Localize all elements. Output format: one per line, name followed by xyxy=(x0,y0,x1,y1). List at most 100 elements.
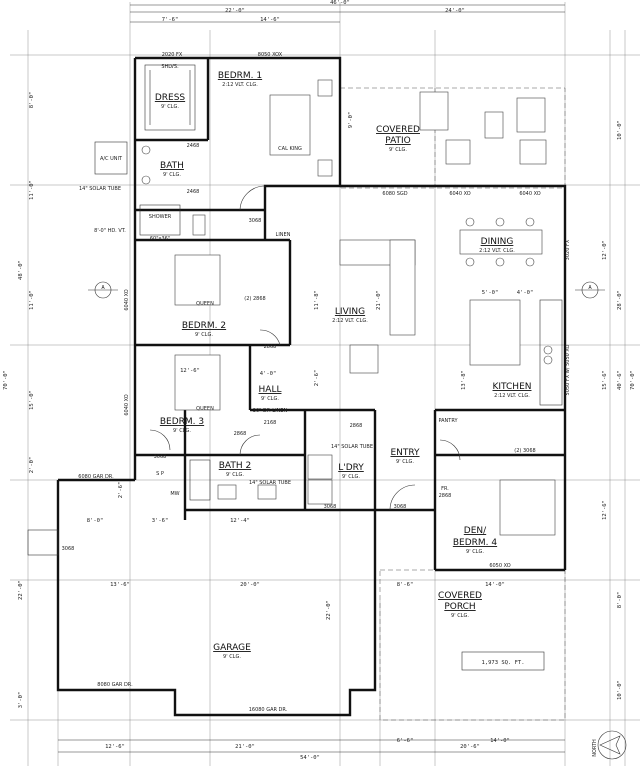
note-pantry: PANTRY xyxy=(438,418,458,424)
dim-kitchen-v: 13'-8" xyxy=(461,370,467,390)
room-den-1: DEN/ xyxy=(464,526,487,536)
tag-3068-c: 3068 xyxy=(324,504,337,510)
tag-2868-b2: (2) 2868 xyxy=(244,296,265,302)
tag-2468-b: 2468 xyxy=(187,189,200,195)
dim-patio-v: 9'-0" xyxy=(348,112,354,129)
dim-overall-bottom: 54'-0" xyxy=(300,755,320,761)
room-covered-patio-2: PATIO xyxy=(385,136,411,146)
tag-6040xo-b: 6040 XO xyxy=(519,191,540,197)
note-queen-3: QUEEN xyxy=(196,406,214,412)
room-bath: BATH xyxy=(160,161,184,171)
dim-porch-a: 8'-6" xyxy=(397,582,414,588)
dim-left-8: 8'-0" xyxy=(29,92,35,109)
dim-left-48: 48'-0" xyxy=(18,260,24,280)
tag-2168: 2168 xyxy=(264,420,277,426)
interior-dimensions: 8'-0" 3'-6" 12'-4" 13'-6" 20'-0" 22'-0" … xyxy=(87,112,534,620)
room-living-sub: 2:12 VLT. CLG. xyxy=(332,318,368,324)
tag-3068-garage: 3068 xyxy=(62,546,75,552)
room-kitchen-sub: 2:12 VLT. CLG. xyxy=(494,393,530,399)
note-shower: SHOWER xyxy=(149,214,172,220)
dim-living-v2: 21'-0" xyxy=(376,290,382,310)
dim-kitchen-a: 5'-0" xyxy=(482,290,499,296)
north-arrow: NORTH xyxy=(592,730,627,760)
note-cal-king: CAL KING xyxy=(278,146,302,152)
dim-hall: 4'-0" xyxy=(260,371,277,377)
dim-garage-c: 12'-4" xyxy=(230,518,250,524)
fixtures xyxy=(27,64,563,556)
room-garage-sub: 9' CLG. xyxy=(223,654,241,660)
room-bedrm1: BEDRM. 1 xyxy=(218,71,262,81)
room-den-sub: 9' CLG. xyxy=(466,549,484,555)
note-solar-tube-hall: 14" SOLAR TUBE xyxy=(249,480,291,486)
dim-garage-e: 20'-0" xyxy=(240,582,260,588)
north-label: NORTH xyxy=(592,739,598,757)
dim-right-28: 28'-0" xyxy=(617,290,623,310)
dim-bottom-e: 14'-0" xyxy=(490,738,510,744)
room-entry: ENTRY xyxy=(390,448,420,458)
room-dress-sub: 9' CLG. xyxy=(161,104,179,110)
tag-3068-a: 3068 xyxy=(249,218,262,224)
tag-2468-a: 2468 xyxy=(187,143,200,149)
room-hall-sub: 9' CLG. xyxy=(261,396,279,402)
room-ldry-sub: 9' CLG. xyxy=(342,474,360,480)
room-bedrm2-sub: 9' CLG. xyxy=(195,332,213,338)
note-mw: MW xyxy=(170,491,179,497)
dim-top-small-b: 14'-6" xyxy=(260,17,280,23)
note-shlvs: SHLVS. xyxy=(161,64,179,70)
right-dimensions: 70'-0" 40'-6" 28'-0" 12'-0" 10'-0" 15'-6… xyxy=(602,120,636,700)
room-covered-patio-sub: 9' CLG. xyxy=(389,147,407,153)
room-kitchen: KITCHEN xyxy=(493,382,532,392)
dim-right-12b: 12'-6" xyxy=(602,500,608,520)
tag-6040xo-side: 6040 XO xyxy=(124,289,130,310)
bottom-dimensions: 54'-0" 12'-6" 21'-0" 6'-6" 20'-6" 14'-0" xyxy=(58,738,565,761)
room-den-2: BEDRM. 4 xyxy=(453,538,498,548)
dim-left-2: 2'-0" xyxy=(29,457,35,474)
dim-right-10: 10'-0" xyxy=(617,120,623,140)
note-shower-size: 60"x36" xyxy=(150,236,170,242)
room-living: LIVING xyxy=(335,307,365,317)
room-covered-patio-1: COVERED xyxy=(376,125,420,135)
dim-right-40: 40'-6" xyxy=(617,370,623,390)
room-entry-sub: 9' CLG. xyxy=(396,459,414,465)
tag-16080-gar: 16080 GAR DR. xyxy=(249,707,288,713)
dim-bottom-d: 20'-6" xyxy=(460,744,480,750)
room-covered-porch-1: COVERED xyxy=(438,591,482,601)
walls xyxy=(56,56,567,717)
dim-bottom-b: 21'-0" xyxy=(235,744,255,750)
note-hd-vt: 8'-0" HD. VT. xyxy=(94,228,126,234)
dim-porch-b: 14'-0" xyxy=(485,582,505,588)
room-dress: DRESS xyxy=(155,93,186,103)
dim-right-8: 8'-0" xyxy=(617,592,623,609)
dim-living-v: 11'-8" xyxy=(314,290,320,310)
section-markers: A A xyxy=(88,281,605,299)
tag-6080-gar-left: 6080 GAR DR. xyxy=(78,474,114,480)
tag-2868-pr: 2868 xyxy=(439,493,452,499)
tag-3068-d: 3068 xyxy=(394,504,407,510)
dim-bottom-c: 6'-6" xyxy=(397,738,414,744)
dim-garage-b: 3'-6" xyxy=(152,518,169,524)
guideline-grid xyxy=(10,2,640,766)
left-dimensions: 70'-0" 48'-0" 22'-0" 8'-0" 11'-0" 11'-0"… xyxy=(3,92,35,709)
section-marker-right: A xyxy=(588,285,592,291)
room-bath2-sub: 9' CLG. xyxy=(226,472,244,478)
room-bath-sub: 9' CLG. xyxy=(163,172,181,178)
tag-2020fx: 2020 FX xyxy=(162,52,183,58)
room-bedrm3: BEDRM. 3 xyxy=(160,417,204,427)
dim-right-10b: 10'-0" xyxy=(617,680,623,700)
room-bath2: BATH 2 xyxy=(219,461,251,471)
room-dining-sub: 2:12 VLT. CLG. xyxy=(479,248,515,254)
tag-2868-c: 2868 xyxy=(234,431,247,437)
note-solar-tube-ldry: 14" SOLAR TUBE xyxy=(331,444,373,450)
dim-garage-v: 22'-0" xyxy=(326,600,332,620)
dim-left-3: 3'-0" xyxy=(18,692,24,709)
note-queen-2: QUEEN xyxy=(196,301,214,307)
dim-bottom-a: 12'-6" xyxy=(105,744,125,750)
dim-top-right: 24'-0" xyxy=(445,8,465,14)
tag-5050: 5050 FX w/ 5050 XO xyxy=(565,344,571,395)
dim-kitchen-b: 4'-0" xyxy=(517,290,534,296)
dim-small-b: 2'-6" xyxy=(118,482,124,499)
dim-right-overall: 70'-0" xyxy=(630,370,636,390)
dim-left-11a: 11'-0" xyxy=(29,180,35,200)
room-hall: HALL xyxy=(259,385,282,395)
